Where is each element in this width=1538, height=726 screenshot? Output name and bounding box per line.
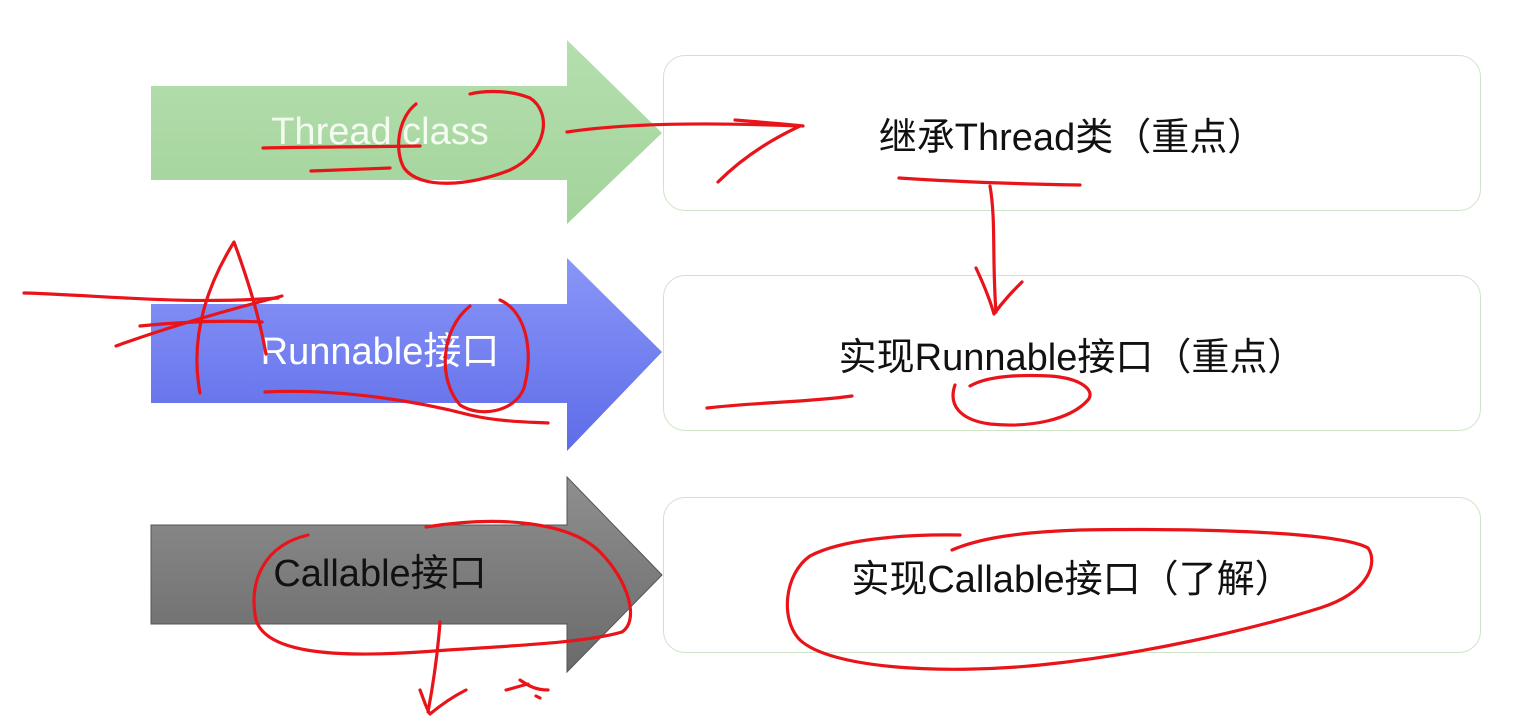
implement-callable-box: 实现Callable接口（了解） bbox=[663, 497, 1481, 653]
thread-class-label: Thread class bbox=[271, 111, 489, 153]
implement-callable-text: 实现Callable接口（了解） bbox=[851, 558, 1293, 601]
implement-runnable-box: 实现Runnable接口（重点） bbox=[663, 275, 1481, 431]
extend-thread-text: 继承Thread类（重点） bbox=[878, 116, 1266, 159]
callable-interface-label: Callable接口 bbox=[273, 553, 487, 595]
extend-thread-box: 继承Thread类（重点） bbox=[663, 55, 1481, 211]
implement-runnable-text: 实现Runnable接口（重点） bbox=[838, 336, 1306, 379]
runnable-interface-label: Runnable接口 bbox=[260, 331, 500, 373]
